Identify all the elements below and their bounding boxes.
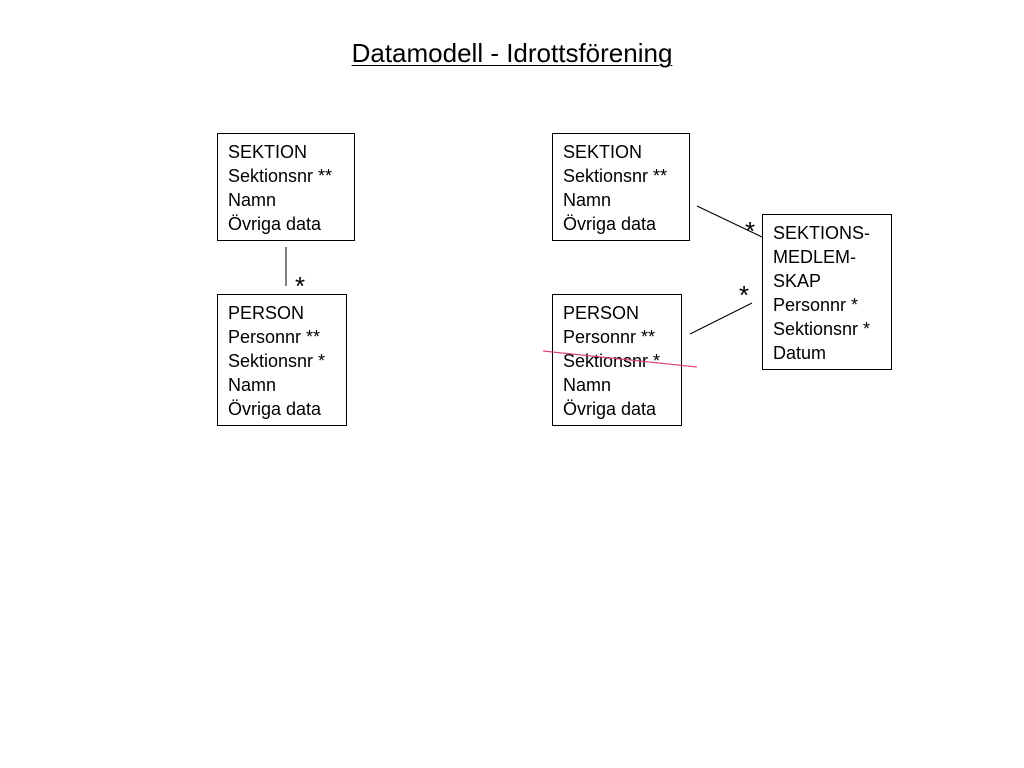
entity-attribute: Datum [773,343,827,363]
right-sektion-entity: SEKTION Sektionsnr ** Namn Övriga data [552,133,690,241]
left-cardinality-star: * [295,271,306,301]
entity-attribute: Personnr ** [563,327,656,347]
entity-name: PERSON [228,303,305,323]
entity-name: SEKTION [563,142,643,162]
right-person-membership-connector [689,302,753,335]
right-person-cardinality-star: * [739,280,750,310]
entity-name: PERSON [563,303,640,323]
entity-attribute: Namn [563,190,612,210]
entity-attribute: Namn [563,375,612,395]
right-sektion-cardinality-star: * [745,216,756,246]
entity-attribute: Personnr * [773,295,859,315]
entity-attribute: Övriga data [228,214,322,234]
diagram-title: Datamodell - Idrottsförening [351,38,673,68]
entity-attribute: Sektionsnr ** [228,166,333,186]
entity-attribute: Övriga data [563,399,657,419]
entity-attribute: Personnr ** [228,327,321,347]
entity-attribute: Sektionsnr ** [563,166,668,186]
left-person-entity: PERSON Personnr ** Sektionsnr * Namn Övr… [217,294,347,426]
entity-attribute: Sektionsnr * [773,319,871,339]
left-sektion-entity: SEKTION Sektionsnr ** Namn Övriga data [217,133,355,241]
right-sektion-membership-connector [696,205,763,238]
entity-name-line: SKAP [773,271,822,291]
entity-attribute: Namn [228,190,277,210]
entity-name: SEKTION [228,142,308,162]
entity-name-line: MEDLEM- [773,247,857,267]
struck-attribute: Sektionsnr * [563,351,661,371]
right-person-entity: PERSON Personnr ** Sektionsnr * Namn Övr… [552,294,682,426]
entity-attribute: Övriga data [228,399,322,419]
entity-attribute: Övriga data [563,214,657,234]
membership-entity: SEKTIONS- MEDLEM- SKAP Personnr * Sektio… [762,214,892,370]
entity-attribute: Namn [228,375,277,395]
entity-name-line: SEKTIONS- [773,223,871,243]
entity-attribute: Sektionsnr * [228,351,326,371]
